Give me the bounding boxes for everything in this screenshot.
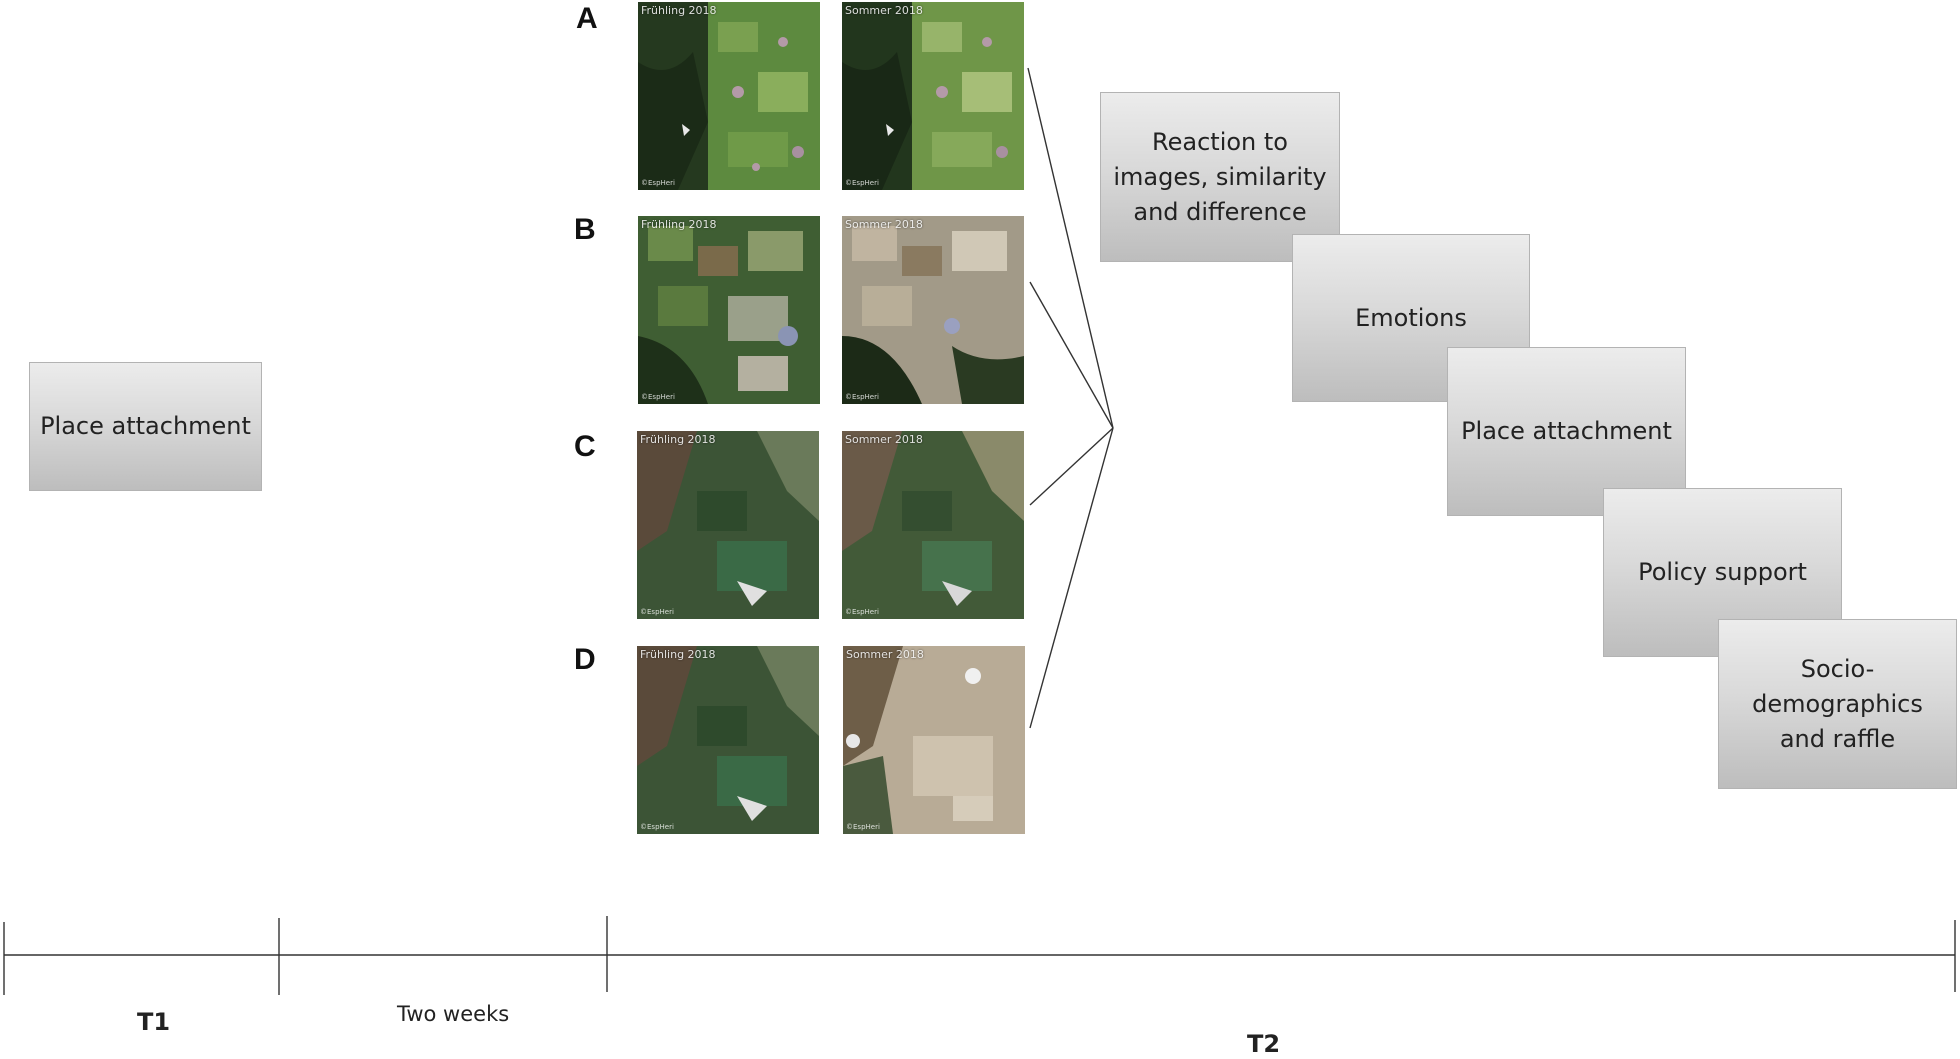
tile-mark-a-spring: ©EspHeri <box>641 179 675 187</box>
timeline-label-two-weeks: Two weeks <box>397 1002 510 1026</box>
tile-mark-b-spring: ©EspHeri <box>641 393 675 401</box>
tile-caption-b-summer: Sommer 2018 <box>845 218 923 231</box>
timeline-label-t2: T2 <box>1247 1030 1281 1058</box>
tile-caption-a-spring: Frühling 2018 <box>641 4 717 17</box>
tile-caption-d-summer: Sommer 2018 <box>846 648 924 661</box>
t1-place-attachment-box: Place attachment <box>29 362 262 491</box>
step-label-place-attachment: Place attachment <box>1461 417 1672 445</box>
row-letter-c: C <box>574 430 596 463</box>
satellite-image-a-spring: Frühling 2018 ©EspHeri <box>638 2 820 190</box>
timeline-label-t1: T1 <box>137 1008 171 1036</box>
step-box-socio-demographics: Socio-demographics and raffle <box>1718 619 1957 789</box>
row-letter-d: D <box>574 643 596 676</box>
tile-mark-d-spring: ©EspHeri <box>640 823 674 831</box>
tile-mark-b-summer: ©EspHeri <box>845 393 879 401</box>
satellite-image-d-summer: Sommer 2018 ©EspHeri <box>843 646 1025 834</box>
tile-caption-b-spring: Frühling 2018 <box>641 218 717 231</box>
t1-place-attachment-label: Place attachment <box>40 412 251 440</box>
satellite-image-b-spring: Frühling 2018 ©EspHeri <box>638 216 820 404</box>
tile-caption-d-spring: Frühling 2018 <box>640 648 716 661</box>
connector-line-c <box>1029 427 1114 506</box>
tile-mark-a-summer: ©EspHeri <box>845 179 879 187</box>
tile-mark-c-summer: ©EspHeri <box>845 608 879 616</box>
satellite-image-a-summer: Sommer 2018 ©EspHeri <box>842 2 1024 190</box>
connector-line-d <box>1029 427 1114 729</box>
tile-caption-c-spring: Frühling 2018 <box>640 433 716 446</box>
timeline <box>3 916 1956 995</box>
step-label-emotions: Emotions <box>1355 303 1467 332</box>
satellite-image-b-summer: Sommer 2018 ©EspHeri <box>842 216 1024 404</box>
tile-mark-d-summer: ©EspHeri <box>846 823 880 831</box>
row-letter-a: A <box>576 2 598 35</box>
step-box-reaction: Reaction to images, similarity and diffe… <box>1100 92 1340 262</box>
step-label-policy-support: Policy support <box>1638 558 1807 586</box>
satellite-image-c-summer: Sommer 2018 ©EspHeri <box>842 431 1024 619</box>
satellite-image-c-spring: Frühling 2018 ©EspHeri <box>637 431 819 619</box>
step-label-socio-demographics: Socio-demographics and raffle <box>1752 654 1923 753</box>
tile-caption-c-summer: Sommer 2018 <box>845 433 923 446</box>
connector-line-b <box>1029 281 1114 429</box>
tile-caption-a-summer: Sommer 2018 <box>845 4 923 17</box>
tile-mark-c-spring: ©EspHeri <box>640 608 674 616</box>
row-letter-b: B <box>574 213 596 246</box>
connector-line-a <box>1027 67 1114 429</box>
step-label-reaction: Reaction to images, similarity and diffe… <box>1113 127 1327 226</box>
satellite-image-d-spring: Frühling 2018 ©EspHeri <box>637 646 819 834</box>
step-box-place-attachment: Place attachment <box>1447 347 1686 516</box>
